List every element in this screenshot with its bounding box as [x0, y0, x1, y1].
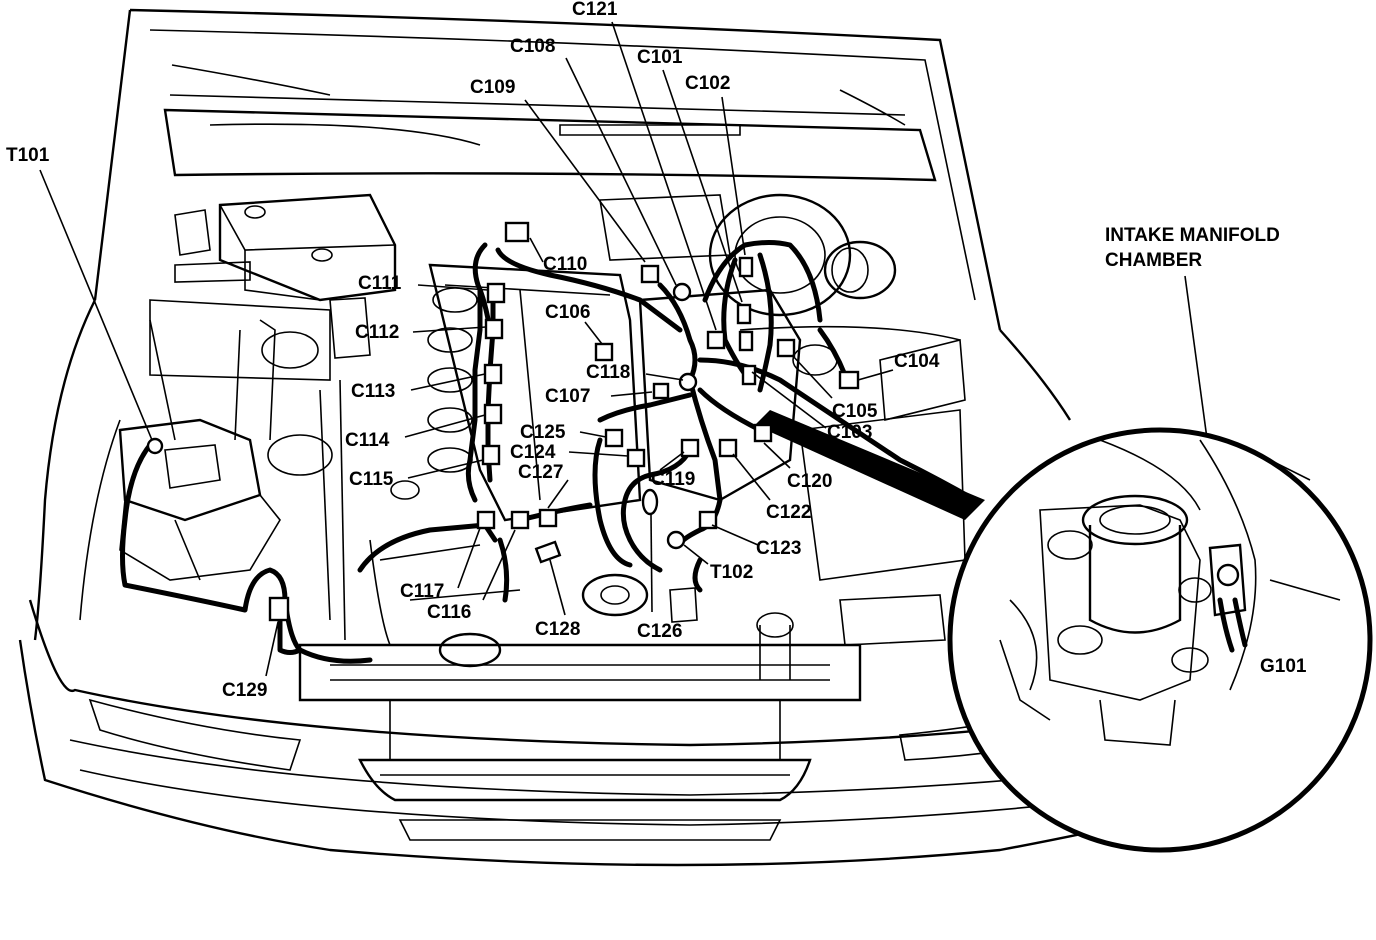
- label-t101: T101: [6, 145, 50, 166]
- connectors: [146, 221, 860, 622]
- label-c108: C108: [510, 36, 555, 57]
- connector-c118: [678, 372, 698, 392]
- label-c105: C105: [832, 401, 878, 422]
- label-c129: C129: [222, 680, 267, 701]
- connector-c119: [680, 438, 700, 458]
- label-c127: C127: [518, 462, 563, 483]
- inset-title-line1: INTAKE MANIFOLD: [1105, 225, 1280, 246]
- label-c118: C118: [586, 362, 630, 383]
- label-c124: C124: [510, 442, 556, 463]
- label-c102: C102: [685, 73, 730, 94]
- connector-c122: [718, 438, 738, 458]
- connector-c117: [476, 510, 496, 530]
- leader-lines: [39, 21, 1276, 677]
- label-c125: C125: [520, 422, 566, 443]
- label-c104: C104: [894, 351, 940, 372]
- connector-c126: [641, 488, 659, 516]
- label-c106: C106: [545, 302, 590, 323]
- connector-t101: [146, 437, 164, 455]
- label-c114: C114: [345, 430, 390, 451]
- callout-labels: T101 C121 C108 C101 C102 C109 C110 C111 …: [6, 0, 1307, 701]
- connector-c114: [483, 403, 503, 425]
- label-c128: C128: [535, 619, 580, 640]
- connector-c101: [736, 303, 752, 325]
- inset-detail: [947, 427, 1373, 853]
- label-c111: C111: [358, 273, 402, 294]
- connector-c102b: [738, 330, 754, 352]
- label-c107: C107: [545, 386, 590, 407]
- connector-c113: [483, 363, 503, 385]
- connector-c123: [698, 510, 718, 530]
- connector-c104: [838, 370, 860, 390]
- label-c110: C110: [543, 254, 587, 275]
- connector-c106: [594, 342, 614, 362]
- connector-c108: [672, 282, 692, 302]
- connector-c109: [640, 264, 660, 284]
- label-c122: C122: [766, 502, 811, 523]
- connector-t102: [666, 530, 686, 550]
- label-c115: C115: [349, 469, 394, 490]
- label-g101: G101: [1260, 656, 1307, 677]
- connector-c105: [776, 338, 796, 358]
- label-c103: C103: [827, 422, 872, 443]
- connector-c128: [534, 540, 562, 564]
- connector-c116: [510, 510, 530, 530]
- inset-title-line2: CHAMBER: [1105, 250, 1202, 271]
- label-c113: C113: [351, 381, 395, 402]
- connector-c121: [706, 330, 726, 350]
- label-c112: C112: [355, 322, 399, 343]
- label-c119: C119: [651, 469, 695, 490]
- label-c101: C101: [637, 47, 683, 68]
- connector-c124: [626, 448, 646, 468]
- label-c116: C116: [427, 602, 471, 623]
- connector-c125: [604, 428, 624, 448]
- label-c126: C126: [637, 621, 682, 642]
- connector-c115: [481, 444, 501, 466]
- label-c117: C117: [400, 581, 444, 602]
- label-c123: C123: [756, 538, 801, 559]
- label-c109: C109: [470, 77, 515, 98]
- connector-c110: [504, 221, 530, 243]
- label-c120: C120: [787, 471, 832, 492]
- label-t102: T102: [710, 562, 753, 583]
- connector-g101: [1216, 563, 1240, 587]
- connector-c127: [538, 508, 558, 528]
- connector-c102a: [738, 256, 754, 278]
- connector-c112: [484, 318, 504, 340]
- connector-c111a: [486, 282, 506, 304]
- connector-c129: [268, 596, 290, 622]
- connector-c103: [741, 364, 757, 386]
- label-c121: C121: [572, 0, 618, 20]
- connector-c107: [652, 382, 670, 400]
- connector-c120: [753, 423, 773, 443]
